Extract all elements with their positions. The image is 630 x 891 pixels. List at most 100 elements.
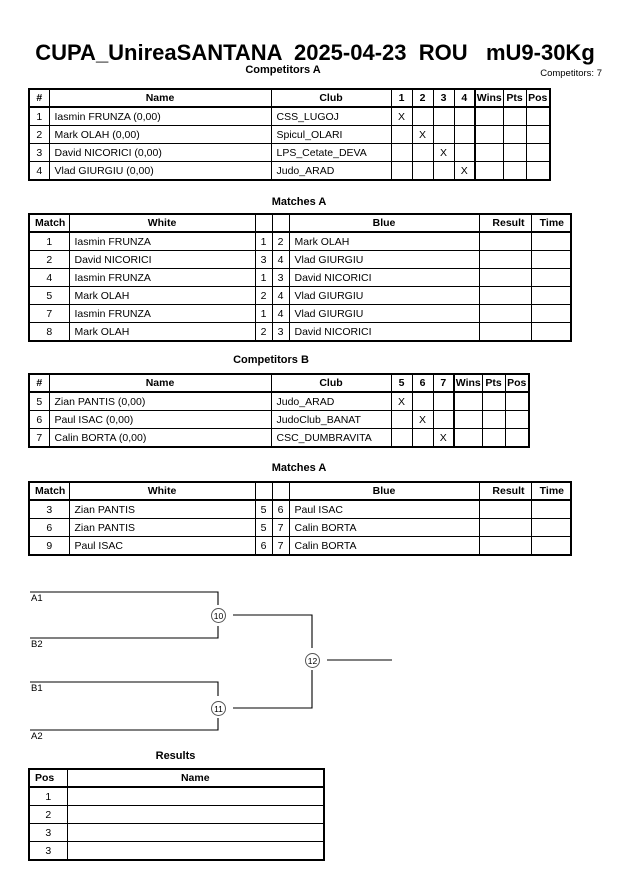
result-position: 2	[28, 805, 68, 824]
competitor-club: Spicul_OLARI	[270, 125, 392, 144]
match-result	[478, 536, 532, 556]
match-time	[530, 536, 572, 556]
match-time	[530, 304, 572, 323]
match-white-name: Zian PANTIS	[68, 518, 256, 537]
match-result	[478, 518, 532, 537]
col-time: Time	[530, 213, 572, 233]
competitor-pts	[502, 106, 527, 126]
match-white-seed: 5	[254, 518, 273, 537]
match-number: 2	[28, 250, 70, 269]
competitor-pts	[481, 428, 506, 448]
competitor-club: JudoClub_BANAT	[270, 410, 392, 429]
competitor-pos	[504, 410, 530, 429]
match-blue-name: David NICORICI	[288, 268, 480, 287]
table-header-row: Match White Blue Result Time	[28, 481, 572, 501]
col-num: #	[28, 88, 50, 108]
table-row: 2	[28, 805, 325, 824]
col-seed-3: 3	[432, 88, 455, 108]
col-pos: Pos	[525, 88, 551, 108]
table-header-row: Pos Name	[28, 768, 325, 788]
seed-mark-cell-3	[432, 125, 455, 144]
match-white-name: Mark OLAH	[68, 322, 256, 342]
competitor-num: 3	[28, 143, 50, 162]
bracket-slot-b2: B2	[31, 639, 43, 650]
competitor-pos	[525, 106, 551, 126]
competitor-club: Judo_ARAD	[270, 391, 392, 411]
competitor-pos	[525, 143, 551, 162]
col-seed-6: 6	[411, 373, 434, 393]
match-number: 6	[28, 518, 70, 537]
match-white-name: Mark OLAH	[68, 286, 256, 305]
match-time	[530, 499, 572, 519]
table-row: 1	[28, 786, 325, 806]
match-number: 1	[28, 231, 70, 251]
competitor-pts	[502, 143, 527, 162]
seed-mark-cell-4	[453, 125, 476, 144]
page-title: CUPA_UnireaSANTANA 2025-04-23 ROU mU9-30…	[35, 40, 595, 65]
match-blue-seed: 6	[271, 499, 290, 519]
competitor-name: David NICORICI (0,00)	[48, 143, 272, 162]
match-time	[530, 518, 572, 537]
match-blue-seed: 4	[271, 286, 290, 305]
competitor-wins	[453, 391, 483, 411]
seed-mark-cell-4	[453, 143, 476, 162]
bracket-node-10[interactable]: 10	[211, 608, 226, 623]
competitor-num: 4	[28, 161, 50, 181]
match-blue-seed: 7	[271, 536, 290, 556]
elimination-bracket: A1 B2 B1 A2 10 11 12	[0, 570, 630, 745]
match-blue-name: Calin BORTA	[288, 536, 480, 556]
col-white: White	[68, 481, 256, 501]
match-number: 5	[28, 286, 70, 305]
competitor-name: Iasmin FRUNZA (0,00)	[48, 106, 272, 126]
match-white-seed: 1	[254, 268, 273, 287]
seed-mark-cell-2	[411, 391, 434, 411]
competitors-b-caption: Competitors B	[233, 354, 309, 366]
seed-mark-cell-1	[390, 143, 413, 162]
match-blue-seed: 3	[271, 268, 290, 287]
competitor-name: Vlad GIURGIU (0,00)	[48, 161, 272, 181]
bracket-node-12[interactable]: 12	[305, 653, 320, 668]
match-time	[530, 322, 572, 342]
matches-a-caption: Matches A	[271, 196, 327, 208]
competitor-pts	[481, 410, 506, 429]
match-number: 4	[28, 268, 70, 287]
match-white-seed: 5	[254, 499, 273, 519]
match-white-seed: 2	[254, 286, 273, 305]
competitor-wins	[474, 143, 504, 162]
col-name: Name	[48, 373, 272, 393]
match-white-seed: 3	[254, 250, 273, 269]
col-match: Match	[28, 213, 70, 233]
col-time: Time	[530, 481, 572, 501]
match-number: 8	[28, 322, 70, 342]
seed-mark-cell-3	[432, 161, 455, 181]
match-blue-name: Vlad GIURGIU	[288, 304, 480, 323]
seed-mark-cell-2	[411, 106, 434, 126]
seed-mark-cell-1	[390, 125, 413, 144]
match-white-name: Iasmin FRUNZA	[68, 231, 256, 251]
bracket-slot-a1: A1	[31, 593, 43, 604]
col-seed-5: 5	[390, 373, 413, 393]
bracket-node-11[interactable]: 11	[211, 701, 226, 716]
match-white-seed: 1	[254, 231, 273, 251]
col-pts: Pts	[502, 88, 527, 108]
col-result: Result	[478, 481, 532, 501]
seed-mark-cell-4	[453, 106, 476, 126]
col-white-seed	[254, 213, 273, 233]
bracket-lines	[30, 591, 392, 731]
seed-mark-cell-1: X	[390, 106, 413, 126]
match-result	[478, 250, 532, 269]
seed-mark-cell-4: X	[453, 161, 476, 181]
col-name: Name	[48, 88, 272, 108]
result-name	[66, 786, 325, 806]
competitor-club: CSS_LUGOJ	[270, 106, 392, 126]
match-blue-name: Mark OLAH	[288, 231, 480, 251]
